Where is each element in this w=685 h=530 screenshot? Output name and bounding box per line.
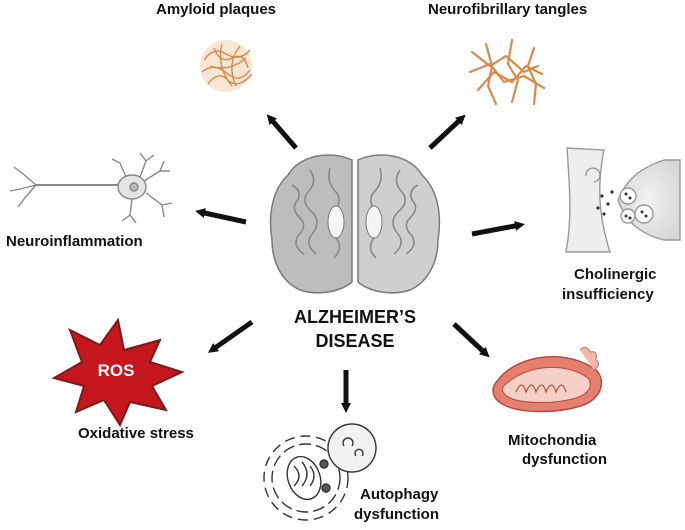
center-title: ALZHEIMER’S DISEASE (285, 305, 425, 353)
center-title-line1: ALZHEIMER’S (293, 307, 416, 327)
arrow-to-neuroinflammation (195, 208, 247, 225)
brain-illustration (269, 154, 441, 294)
arrow-to-mito (452, 322, 490, 358)
neuron-icon (9, 152, 173, 224)
ros-star-icon (51, 317, 185, 428)
center-title-line2: DISEASE (315, 331, 395, 351)
arrow-to-oxidative (207, 319, 254, 353)
amyloid-plaque-icon (200, 40, 253, 92)
label-cholinergic: Cholinergic (574, 266, 657, 283)
tangles-icon (468, 38, 546, 106)
label-insufficiency: insufficiency (562, 286, 654, 303)
arrow-to-amyloid (266, 114, 298, 150)
autophagy-icon (263, 423, 377, 521)
mitochondria-icon (492, 346, 603, 413)
label-amyloid-plaques: Amyloid plaques (156, 1, 277, 18)
label-neurofibrillary-tangles: Neurofibrillary tangles (428, 1, 588, 18)
label-oxidative-stress: Oxidative stress (78, 425, 194, 442)
ros-label: ROS (98, 361, 135, 380)
arrows (195, 114, 525, 413)
label-neuroinflammation: Neuroinflammation (6, 233, 143, 250)
label-mito-dysfunction: dysfunction (522, 451, 607, 468)
synapse-icon (565, 147, 681, 253)
label-autophagy: Autophagy (360, 486, 439, 503)
label-mitochondria: Mitochondia (508, 432, 597, 449)
arrow-to-cholinergic (471, 221, 525, 237)
arrow-to-tangles (428, 114, 466, 150)
label-autophagy-dysfunction: dysfunction (354, 506, 439, 523)
